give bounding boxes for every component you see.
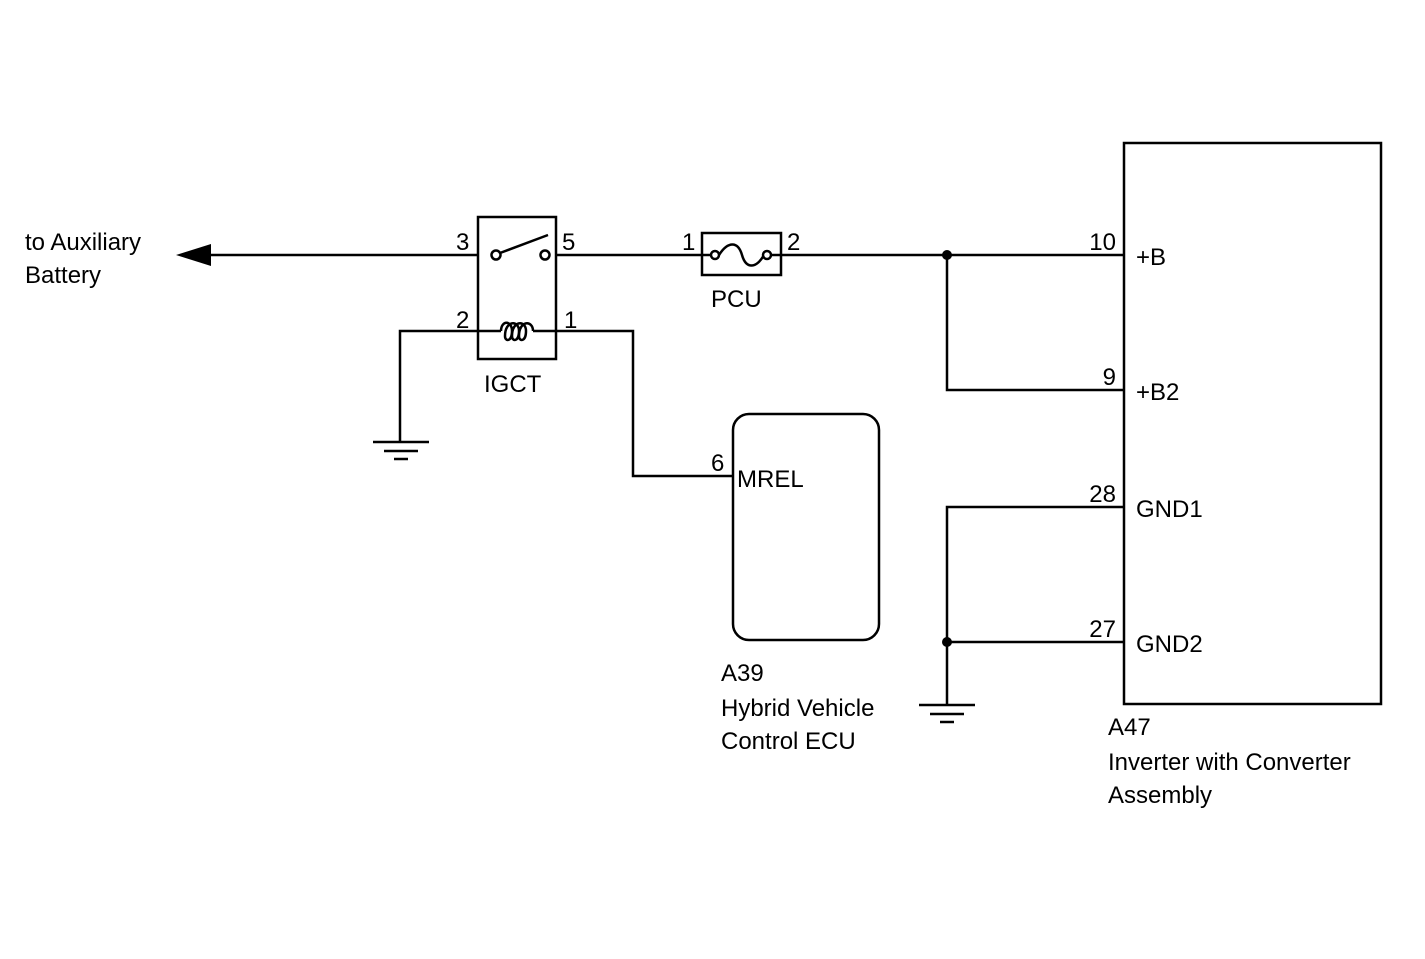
inverter-pin-gnd2: 27 — [1089, 616, 1116, 643]
relay-pin-2: 2 — [456, 307, 469, 334]
wire-coil-ground — [398, 329, 478, 442]
inverter-terminal-gnd2: GND2 — [1136, 631, 1203, 658]
auxiliary-battery-label-2: Battery — [25, 262, 101, 289]
relay-pin-1: 1 — [564, 307, 577, 334]
wire-coil-ecu — [556, 329, 733, 478]
fuse-pin-1: 1 — [682, 229, 695, 256]
ecu-pin: 6 — [711, 450, 724, 477]
inverter-terminal-plus-b2: +B2 — [1136, 379, 1179, 406]
inverter-name-1: Inverter with Converter — [1108, 749, 1351, 776]
auxiliary-battery-label-1: to Auxiliary — [25, 229, 141, 256]
relay-coil — [499, 321, 535, 342]
fuse-pin-2: 2 — [787, 229, 800, 256]
ecu-name-2: Control ECU — [721, 728, 856, 755]
relay-pin-5: 5 — [562, 229, 575, 256]
inverter-terminal-gnd1: GND1 — [1136, 496, 1203, 523]
inverter-a47-box — [1122, 141, 1383, 706]
fuse-element — [717, 243, 766, 267]
fuse-contact-left — [709, 249, 721, 261]
ecu-name-1: Hybrid Vehicle — [721, 695, 874, 722]
fuse-name: PCU — [711, 286, 762, 313]
inverter-code: A47 — [1108, 714, 1151, 741]
relay-pin-3: 3 — [456, 229, 469, 256]
junction-dot-gnd — [942, 637, 952, 647]
inverter-pin-plus-b2: 9 — [1103, 364, 1116, 391]
relay-switch-contact-left — [490, 249, 502, 261]
ecu-terminal-label: MREL — [737, 466, 804, 493]
relay-igct-box — [476, 215, 558, 361]
relay-switch-blade — [499, 233, 549, 255]
inverter-pin-plus-b: 10 — [1089, 229, 1116, 256]
arrow-to-battery — [176, 244, 211, 266]
inverter-name-2: Assembly — [1108, 782, 1212, 809]
wire-b2-branch — [945, 255, 1124, 392]
fuse-contact-right — [761, 249, 773, 261]
inverter-pin-gnd1: 28 — [1089, 481, 1116, 508]
wire-gnd1 — [945, 505, 1124, 705]
junction-dot-b — [942, 250, 952, 260]
ecu-a39-box — [731, 412, 881, 642]
relay-name: IGCT — [484, 371, 542, 398]
ecu-code: A39 — [721, 660, 764, 687]
relay-switch-contact-right — [539, 249, 551, 261]
inverter-terminal-plus-b: +B — [1136, 244, 1166, 271]
